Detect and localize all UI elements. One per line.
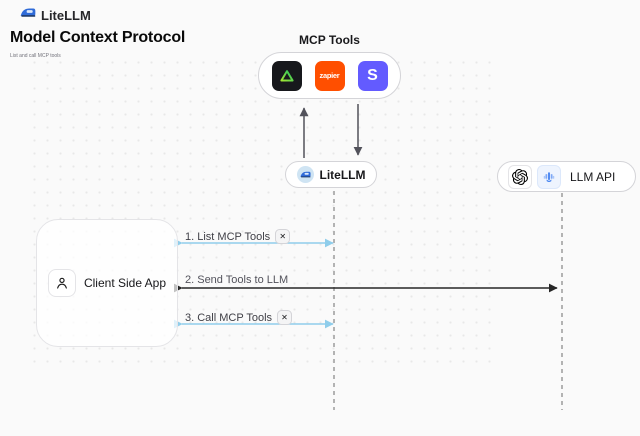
mcp-tools-node[interactable]: zapier S — [258, 52, 401, 99]
llm-api-node-label: LLM API — [570, 169, 616, 184]
person-icon — [47, 269, 76, 297]
triangle-tool-icon[interactable] — [271, 60, 302, 91]
litellm-node[interactable]: LiteLLM — [285, 161, 377, 188]
brand-name: LiteLLM — [41, 7, 91, 23]
brand[interactable]: LiteLLM — [20, 6, 91, 24]
tools-icon: ✕ — [277, 310, 293, 325]
llm-provider-icon — [537, 164, 561, 189]
stripe-letter: S — [367, 66, 378, 84]
step-1-label: 1. List MCP Tools — [185, 230, 271, 243]
zapier-wordmark: zapier — [319, 71, 340, 80]
page-title: Model Context Protocol — [10, 29, 186, 46]
llm-api-node[interactable]: LLM API — [497, 161, 636, 192]
mcp-tools-label: MCP Tools — [299, 33, 360, 47]
client-side-app-label: Client Side App — [83, 276, 167, 290]
litellm-node-label: LiteLLM — [319, 167, 366, 182]
page-subtitle: List and call MCP tools — [10, 53, 61, 59]
litellm-logo-icon — [20, 6, 36, 24]
client-side-app-node[interactable]: Client Side App — [36, 219, 178, 347]
stripe-icon[interactable]: S — [357, 60, 388, 91]
tools-icon: ✕ — [275, 229, 291, 244]
step-1-label-group: 1. List MCP Tools ✕ — [185, 229, 291, 244]
step-2-label: 2. Send Tools to LLM — [185, 274, 289, 286]
openai-icon — [508, 164, 532, 189]
step-3-label-group: 3. Call MCP Tools ✕ — [185, 310, 293, 325]
litellm-node-icon — [296, 166, 314, 183]
zapier-icon[interactable]: zapier — [314, 60, 345, 91]
step-3-label: 3. Call MCP Tools — [185, 311, 273, 324]
step-2-label-group: 2. Send Tools to LLM — [185, 274, 288, 286]
